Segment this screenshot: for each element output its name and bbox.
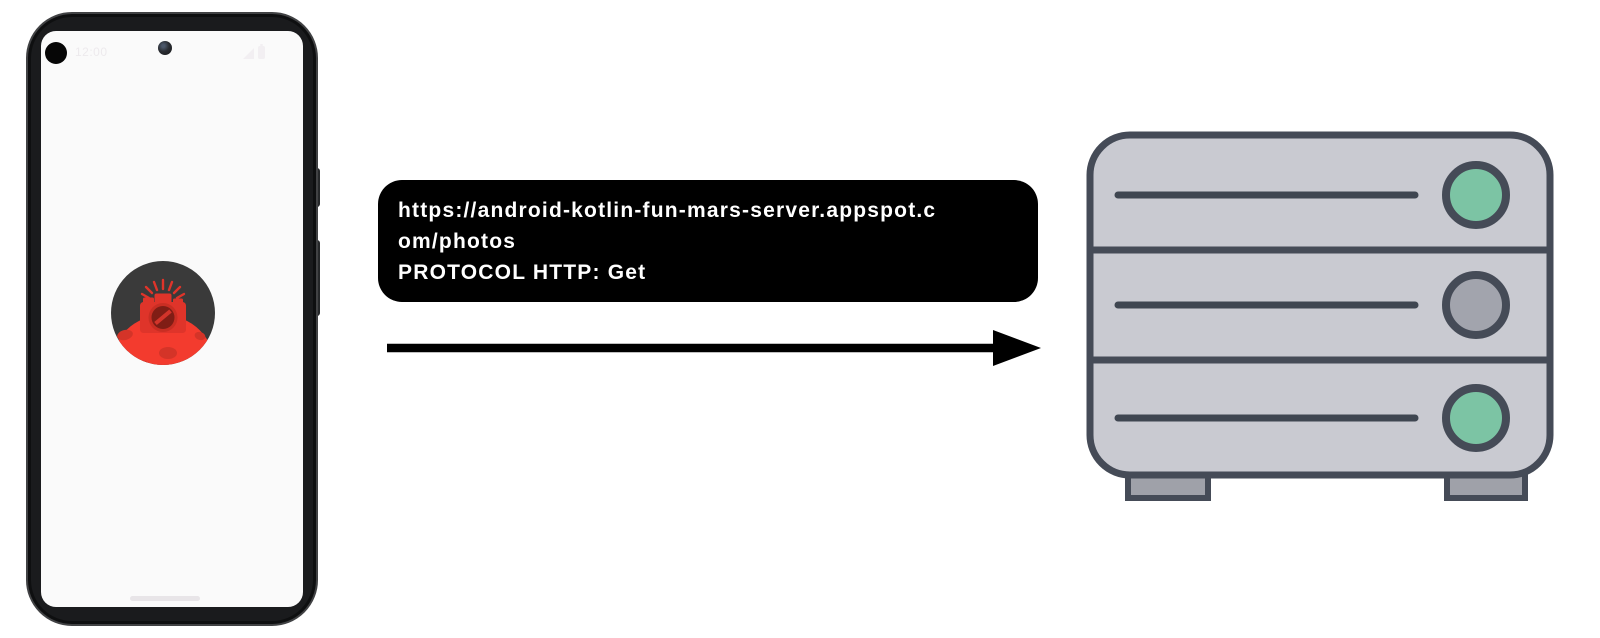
camera-flash-rays-icon <box>140 278 186 300</box>
status-bar-dot-icon <box>45 42 67 64</box>
android-phone: 12:00 <box>26 12 320 626</box>
status-led-2 <box>1442 271 1510 339</box>
signal-icon <box>243 48 254 59</box>
status-led-1 <box>1442 161 1510 229</box>
status-bar-right <box>243 44 265 59</box>
request-url-line-1: https://android-kotlin-fun-mars-server.a… <box>398 199 937 222</box>
status-bar-time: 12:00 <box>75 45 108 59</box>
phone-frame: 12:00 <box>26 12 318 626</box>
phone-screen: 12:00 <box>41 31 303 607</box>
home-indicator <box>130 596 200 601</box>
request-arrow-icon <box>387 330 1041 366</box>
status-led-3 <box>1442 384 1510 452</box>
mars-photos-app-icon <box>111 261 215 365</box>
request-url-line-2: om/photos <box>398 230 517 253</box>
request-bubble: https://android-kotlin-fun-mars-server.a… <box>378 180 1038 302</box>
mars-planet-icon <box>111 315 215 365</box>
camera-lens-glint <box>154 309 172 326</box>
request-protocol: PROTOCOL HTTP: Get <box>398 261 647 284</box>
front-camera-icon <box>158 41 172 55</box>
battery-icon <box>258 44 265 59</box>
server-illustration <box>1086 131 1554 501</box>
